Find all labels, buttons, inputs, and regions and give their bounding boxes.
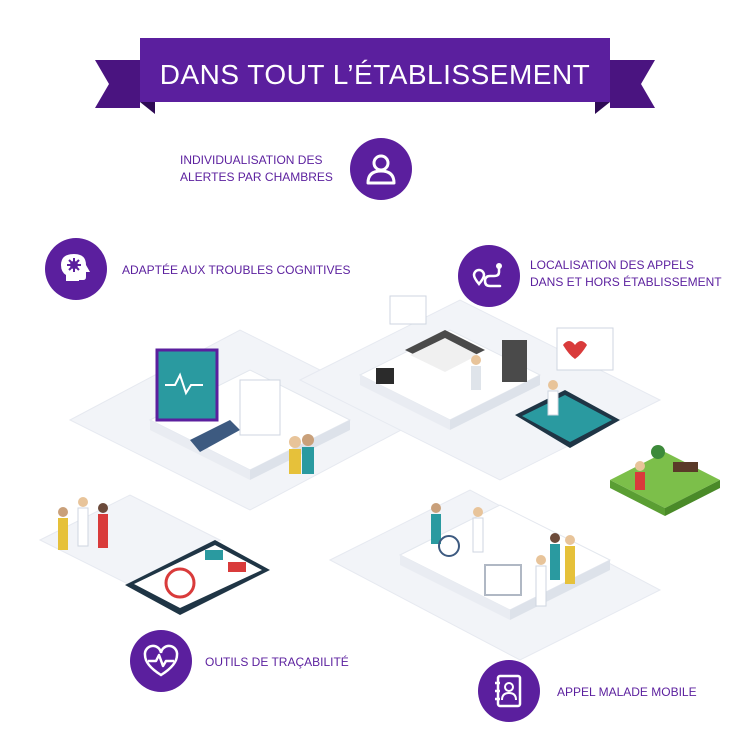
reception-platform (148, 348, 352, 480)
tracking-tablet (515, 327, 620, 448)
mobile-call-label: APPEL MALADE MOBILE (557, 685, 697, 699)
traceability-tablet (125, 540, 270, 615)
care-platform (398, 503, 612, 620)
localisation-label: LOCALISATION DES APPELS DANS ET HORS ÉTA… (530, 258, 722, 289)
user-icon (350, 138, 412, 200)
contact-book-icon (478, 660, 540, 722)
staff-group (58, 497, 108, 550)
banner-title: DANS TOUT L’ÉTABLISSEMENT (159, 59, 591, 90)
brain-head-icon (45, 238, 107, 300)
route-pin-icon (458, 245, 520, 307)
title-banner: DANS TOUT L’ÉTABLISSEMENT (95, 30, 655, 120)
banner-ribbon (95, 38, 655, 114)
room-alerts-label: INDIVIDUALISATION DES ALERTES PAR CHAMBR… (180, 153, 333, 184)
cognitive-label: ADAPTÉE AUX TROUBLES COGNITIVES (122, 263, 351, 277)
traceability-label: OUTILS DE TRAÇABILITÉ (205, 655, 349, 669)
bedroom-platform (358, 295, 542, 430)
heart-pulse-icon (130, 630, 192, 692)
garden-platform (610, 445, 720, 516)
